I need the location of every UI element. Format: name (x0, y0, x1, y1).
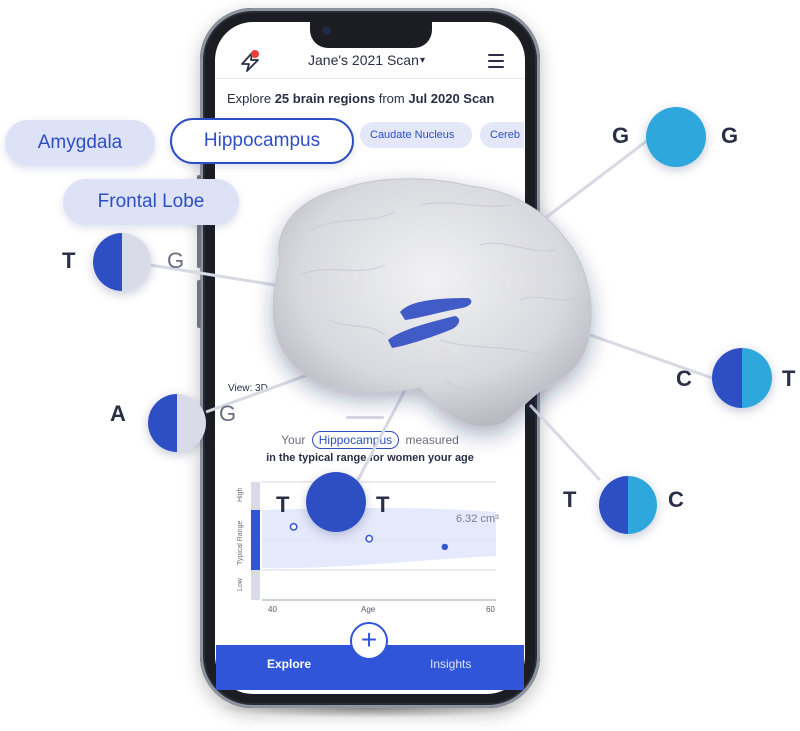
x-axis-label: Age (361, 605, 376, 614)
allele-right: C (668, 487, 684, 512)
chart-point[interactable] (441, 543, 448, 551)
scan-title: Jane's 2021 Scan (308, 52, 419, 68)
bolt-icon[interactable] (238, 52, 262, 72)
region-chip-caudate-nucleus[interactable]: Caudate Nucleus (360, 122, 472, 148)
scan-selector[interactable]: Jane's 2021 Scan (308, 52, 419, 68)
header-divider (216, 78, 524, 79)
notification-dot (251, 50, 259, 58)
allele-right: G (167, 248, 185, 273)
allele-left: T (563, 487, 577, 512)
measurement-summary: Your Hippocampus measured (281, 431, 459, 449)
x-tick-40: 40 (268, 605, 277, 614)
chart-point[interactable] (365, 534, 374, 543)
region-chip-hippocampus[interactable]: Hippocampus (170, 118, 354, 164)
x-tick-60: 60 (486, 605, 495, 614)
sheet-handle[interactable] (346, 416, 384, 419)
allele-left: T (62, 248, 76, 273)
snp-circle-gg[interactable] (646, 107, 706, 167)
snp-circle-ct[interactable] (712, 348, 772, 408)
phone-volume-down (197, 280, 201, 328)
phone-volume-up (197, 220, 201, 268)
view-mode-label[interactable]: View: 3D (228, 383, 268, 394)
hamburger-menu-icon[interactable] (488, 54, 504, 68)
snp-circle-tc[interactable] (599, 476, 657, 534)
region-chip-inline[interactable]: Hippocampus (311, 431, 400, 449)
tab-explore[interactable]: Explore (267, 657, 312, 671)
typical-range-bar (251, 510, 260, 570)
allele-right: T (782, 366, 796, 391)
allele-left: C (676, 366, 692, 391)
phone-notch (310, 18, 432, 48)
snp-circle-tt[interactable] (306, 472, 366, 532)
chart-point[interactable] (289, 522, 298, 531)
snp-circle-tg[interactable] (93, 233, 151, 291)
measurement-range-text: in the typical range for women your age (266, 452, 474, 464)
value-label: 6.32 cm³ (456, 513, 499, 525)
snp-circle-ag[interactable] (148, 394, 206, 452)
allele-right: G (721, 123, 739, 148)
add-button[interactable]: + (350, 622, 388, 660)
region-chip-cerebellum[interactable]: Cereb (480, 122, 524, 148)
phone-power-button (538, 240, 542, 316)
allele-right: G (219, 401, 237, 426)
allele-left: T (276, 492, 290, 517)
allele-right: T (376, 492, 390, 517)
connector-line (539, 138, 649, 224)
allele-left: A (110, 401, 126, 426)
explore-summary: Explore 25 brain regions from Jul 2020 S… (227, 91, 495, 106)
region-chip-amygdala[interactable]: Amygdala (5, 120, 155, 166)
allele-left: G (612, 123, 630, 148)
chevron-down-icon[interactable]: ▾ (420, 55, 426, 66)
connector-line (589, 333, 713, 380)
front-camera (322, 26, 331, 35)
tab-insights[interactable]: Insights (430, 657, 472, 671)
region-chip-frontal-lobe[interactable]: Frontal Lobe (63, 179, 239, 225)
connector-line (528, 403, 602, 482)
